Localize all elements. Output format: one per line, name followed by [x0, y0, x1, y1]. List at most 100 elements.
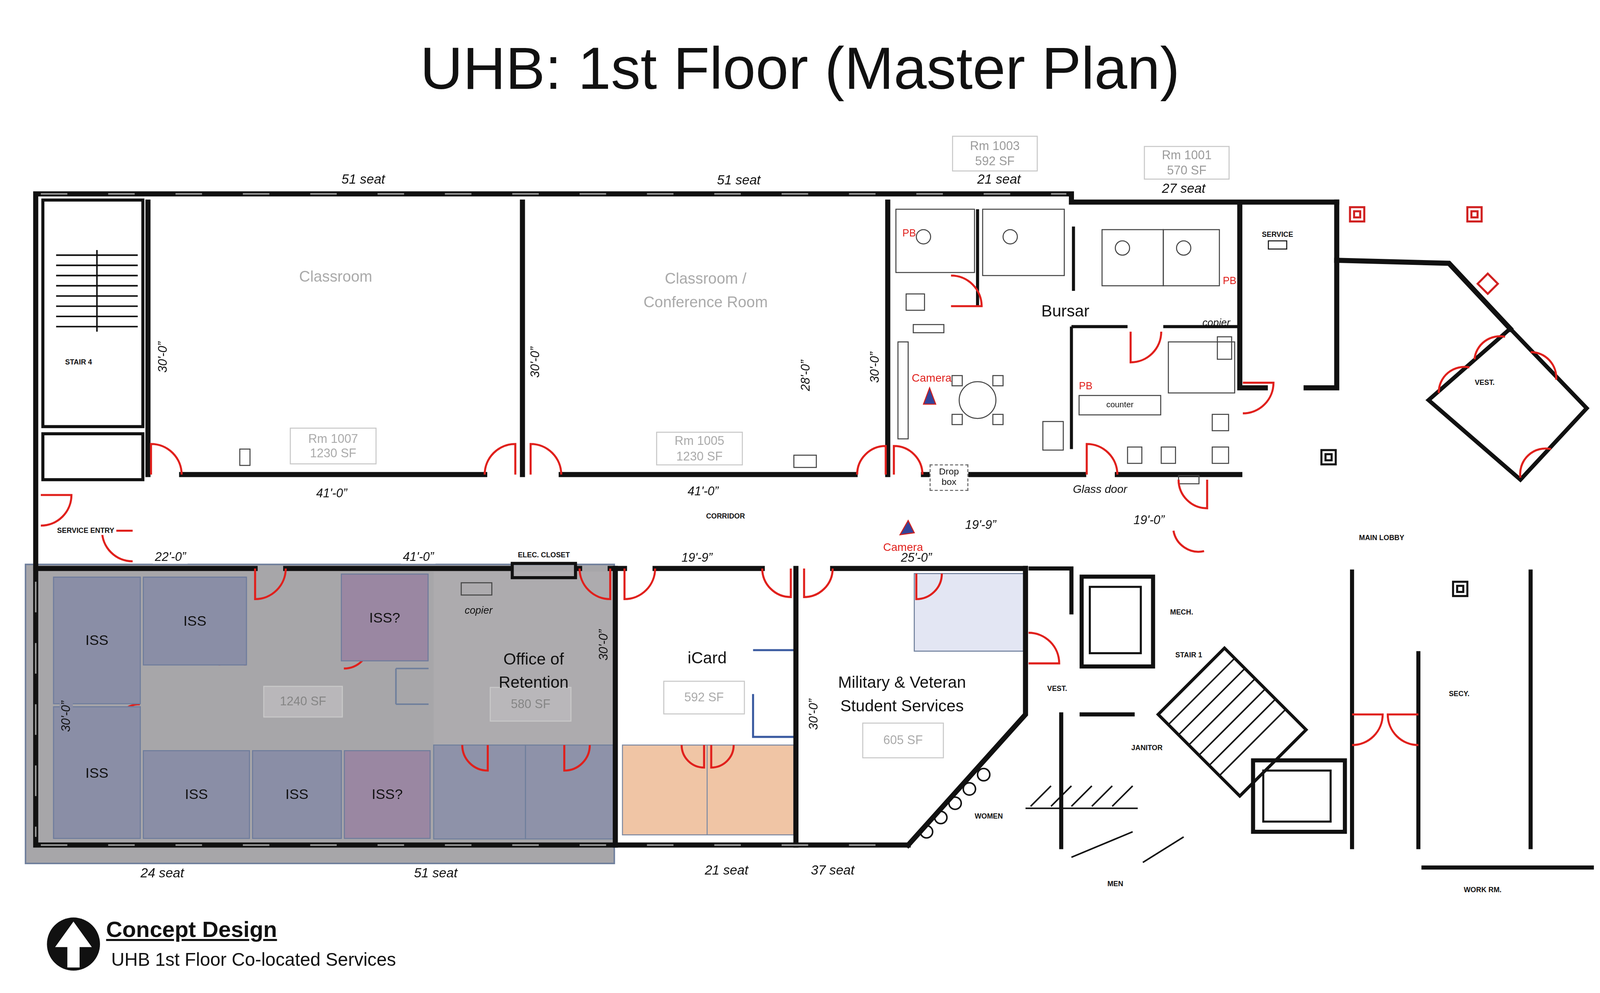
columns	[1350, 207, 1365, 222]
camera-marker	[900, 520, 915, 535]
door-swing	[484, 444, 516, 475]
area-tag: 1240 SF	[263, 685, 343, 718]
walls	[181, 472, 1240, 478]
columns	[1268, 240, 1287, 249]
door-swing	[151, 444, 182, 475]
furniture	[1168, 342, 1235, 394]
columns	[1354, 211, 1360, 218]
room-label: ISS	[85, 631, 109, 649]
door-swing	[255, 568, 286, 600]
room-label: ISS?	[371, 786, 403, 804]
subcaption: UHB 1st Floor Co-located Services	[109, 950, 398, 971]
suite-ground	[433, 744, 526, 839]
furniture	[992, 414, 1004, 425]
walls	[42, 433, 143, 480]
walls	[35, 194, 1337, 846]
columns	[1453, 581, 1468, 596]
walls	[512, 563, 576, 578]
office-room: ISS	[142, 750, 250, 839]
door-note: Glass door	[1070, 482, 1130, 496]
room-label: ISS	[85, 764, 109, 782]
room-name: MEN	[1105, 879, 1126, 888]
elevator	[1089, 586, 1141, 654]
drop-box: Drop box	[929, 464, 969, 491]
room-label: 570 SF	[1166, 162, 1207, 178]
room-name: ELEC. CLOSET	[516, 551, 572, 560]
walls	[1081, 712, 1133, 717]
columns	[1325, 454, 1332, 460]
room: iCard 592 SF	[619, 571, 795, 746]
room-label: Classroom	[299, 267, 373, 286]
columns	[1471, 211, 1478, 218]
logo	[46, 917, 100, 971]
room-name: SERVICE	[1260, 230, 1296, 239]
door-swing	[1530, 352, 1557, 380]
dimension-label: 30'-0”	[807, 696, 822, 732]
room-name: VEST.	[1472, 378, 1497, 387]
room-label: 592 SF	[684, 690, 724, 705]
columns	[1477, 273, 1498, 294]
door-swing	[1352, 714, 1383, 746]
seat-count: 51 seat	[412, 866, 460, 881]
furniture	[1003, 229, 1018, 244]
camera-marker	[923, 387, 936, 404]
room-name: VEST.	[1045, 684, 1070, 693]
columns	[1321, 450, 1336, 465]
restroom-fixtures	[920, 768, 1184, 863]
door-swing	[564, 744, 590, 771]
furniture	[461, 582, 492, 596]
office-room: ISS	[142, 576, 247, 666]
restroom-fixtures	[1025, 785, 1138, 808]
seat-count: 21 seat	[702, 863, 751, 878]
area-tag: Rm 1001570 SF	[1144, 146, 1230, 180]
room-label: iCard	[687, 648, 727, 668]
counter-box: counter	[1078, 394, 1162, 416]
dimension-label: 30'-0”	[528, 344, 543, 380]
door-swing	[916, 573, 942, 600]
furniture	[977, 209, 1240, 449]
columns	[1467, 207, 1482, 222]
furniture	[913, 324, 944, 333]
furniture	[239, 448, 250, 466]
room-name: WOMEN	[972, 812, 1006, 821]
door-swing	[1028, 632, 1060, 664]
room-label: Rm 1007	[308, 431, 358, 446]
room-label: Bursar	[1041, 301, 1090, 321]
device-tag: PB	[900, 227, 918, 239]
suite-ground	[914, 573, 1027, 652]
furniture	[959, 381, 996, 419]
suite-ground	[25, 564, 615, 864]
room-name: SECY.	[1446, 690, 1472, 698]
room-label: 1240 SF	[280, 694, 327, 709]
window-marks	[34, 581, 37, 837]
seat-count: 27 seat	[1160, 181, 1208, 196]
equipment-label: copier	[462, 604, 495, 616]
dimension-label: 22'-0”	[152, 550, 188, 564]
walls	[1428, 328, 1587, 480]
logo	[46, 917, 100, 971]
suite-ground	[753, 650, 794, 737]
restroom-fixtures	[948, 796, 962, 810]
suite-ground	[622, 744, 794, 835]
room-label: Rm 1005	[674, 433, 725, 449]
room-name: SERVICE ENTRY	[55, 526, 117, 535]
furniture	[916, 229, 931, 244]
restroom-fixtures	[934, 811, 948, 824]
restroom-fixtures	[963, 782, 976, 796]
office-room: ISS?	[340, 573, 429, 662]
furniture	[1161, 446, 1176, 464]
room-label: Classroom / Conference Room	[634, 267, 777, 314]
furniture	[952, 414, 963, 425]
room-name: MAIN LOBBY	[1356, 534, 1406, 542]
area-tag: 580 SF	[489, 686, 572, 722]
door-swing	[1438, 366, 1470, 393]
area-tag: 605 SF	[862, 722, 944, 758]
dimension-label: 25'-0”	[898, 551, 934, 566]
device-tag: PB	[1220, 275, 1239, 287]
furniture	[992, 375, 1004, 386]
door-swing	[1178, 479, 1207, 508]
suite-ground	[706, 744, 708, 835]
walls	[35, 194, 1592, 868]
area-tag: 592 SF	[663, 680, 745, 715]
